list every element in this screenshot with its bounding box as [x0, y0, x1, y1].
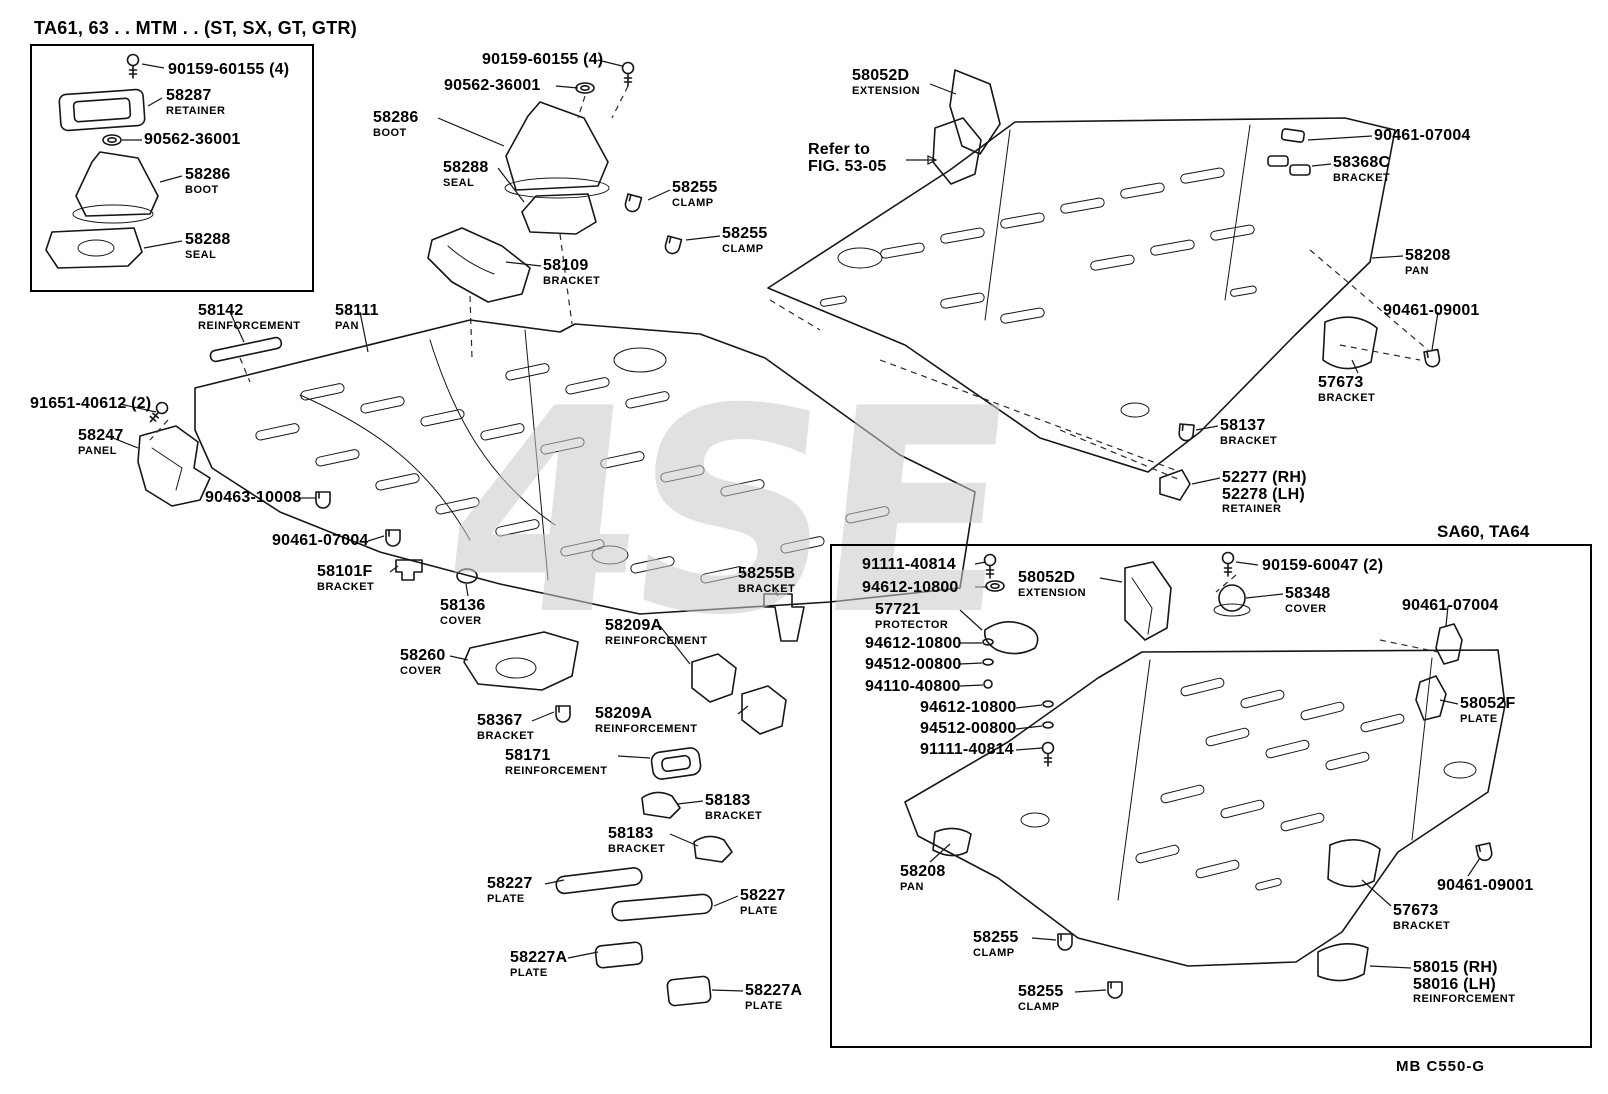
sa60-ta64-box	[830, 544, 1592, 1048]
page-title: TA61, 63 . . MTM . . (ST, SX, GT, GTR)	[34, 18, 358, 38]
footer-code: MB C550-G	[1396, 1058, 1486, 1075]
variant-label: SA60, TA64	[1437, 522, 1530, 541]
mtm-inset-box	[30, 44, 314, 292]
